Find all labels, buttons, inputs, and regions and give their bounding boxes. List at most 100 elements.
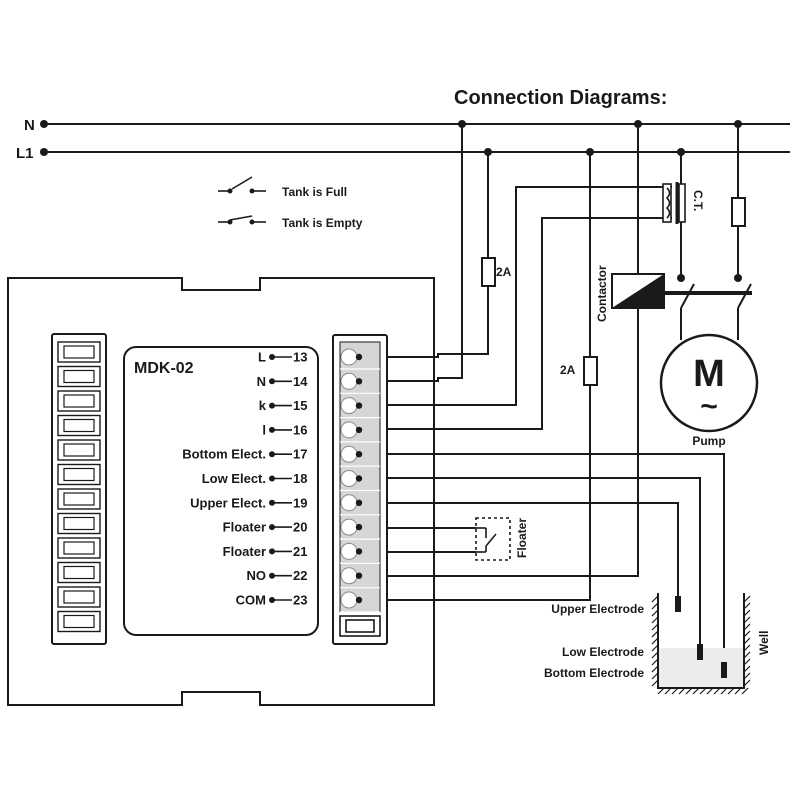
strip-cell-slot <box>63 492 95 506</box>
left-connector-strip <box>51 333 107 645</box>
terminal-screw <box>340 372 358 390</box>
hatch-line <box>651 623 659 631</box>
diagram-title: Connection Diagrams: <box>454 87 667 109</box>
hatch-line <box>657 687 665 695</box>
terminal-contact-dot <box>355 451 363 458</box>
open-contact-icon <box>218 176 266 194</box>
hatch-line <box>699 687 707 695</box>
hatch-line <box>651 644 659 652</box>
terminal-name: Upper Elect. <box>190 495 266 510</box>
terminal-contact-dot <box>355 572 363 579</box>
hatch-line <box>743 637 751 645</box>
wire-k15 <box>387 186 672 406</box>
hatch-line <box>671 687 679 695</box>
low-electrode <box>697 644 703 660</box>
hatch-line <box>743 651 751 659</box>
hatch-line <box>692 687 700 695</box>
hatch-line <box>651 630 659 638</box>
upper-electrode-label: Upper Electrode <box>551 602 644 616</box>
hatch-line <box>678 687 686 695</box>
terminal-screw <box>340 445 358 463</box>
terminal-number: 22 <box>293 568 307 583</box>
hatch-line <box>734 687 742 695</box>
bottom-electrode-label: Bottom Electrode <box>544 666 644 680</box>
terminal-name: l <box>262 422 266 437</box>
floater-label: Floater <box>515 518 529 558</box>
terminal-name: Floater <box>223 544 266 559</box>
terminal-contact-dot <box>355 426 363 434</box>
strip-cell-slot <box>63 467 95 482</box>
hatch-line <box>720 687 728 695</box>
hatch-line <box>727 687 735 695</box>
terminal-number: 17 <box>293 447 307 462</box>
legend-tank-full: Tank is Full <box>282 185 347 199</box>
terminal-name: COM <box>236 593 266 608</box>
bottom-electrode <box>721 662 727 678</box>
hatch-line <box>651 665 659 673</box>
terminal-screw <box>340 397 358 415</box>
hatch-line <box>743 616 751 624</box>
legend: Tank is Full Tank is Empty <box>218 176 363 230</box>
terminal-number: 19 <box>293 495 307 510</box>
hatch-line <box>743 623 751 631</box>
strip-cell-slot <box>63 369 95 384</box>
strip-cell-slot <box>63 345 95 359</box>
device-model: MDK-02 <box>134 360 194 377</box>
terminal-name: Floater <box>223 520 266 535</box>
terminal-name: N <box>257 374 266 389</box>
fuse-coil: 2A <box>560 356 598 386</box>
hatch-line <box>651 609 659 617</box>
terminal-number: 20 <box>293 520 307 535</box>
motor-symbol: M <box>693 353 725 395</box>
terminal-screw <box>340 518 358 536</box>
pump-label: Pump <box>692 434 725 448</box>
terminal-number: 13 <box>293 350 307 365</box>
terminal-name: k <box>259 398 267 413</box>
wire-com23 <box>387 152 591 601</box>
neutral-terminal-dot <box>40 120 48 128</box>
fuse-device: 2A <box>481 257 512 287</box>
floater-switch: Floater <box>475 517 529 561</box>
pump-motor: M ~ Pump <box>659 333 759 448</box>
terminal-screw <box>340 470 358 487</box>
terminal-name: L <box>258 350 266 365</box>
well-walls <box>657 593 745 689</box>
strip-cell-slot <box>63 590 95 604</box>
terminal-screw <box>340 542 358 560</box>
terminal-screw <box>340 421 358 439</box>
hatch-line <box>743 672 751 680</box>
terminal-name: Bottom Elect. <box>182 447 266 462</box>
hatch-line <box>743 602 751 610</box>
hatch-line <box>651 637 659 645</box>
legend-tank-empty: Tank is Empty <box>282 216 363 230</box>
well-label: Well <box>757 631 771 655</box>
terminal-number: 16 <box>293 422 307 437</box>
hatch-line <box>743 595 751 603</box>
wire-upper-electrode <box>387 502 679 612</box>
terminal-number: 21 <box>293 544 307 559</box>
terminal-contact-dot <box>355 353 363 361</box>
terminal-contact-dot <box>355 378 363 385</box>
fuse-motor <box>731 197 746 227</box>
well: Upper Electrode Low Electrode Bottom Ele… <box>544 593 771 695</box>
terminal-block <box>332 334 388 645</box>
junction-dots <box>458 120 742 282</box>
terminal-contact-dot <box>355 499 363 506</box>
hatch-line <box>743 644 751 652</box>
strip-cell-slot <box>63 516 95 531</box>
wire-n14 <box>387 124 463 382</box>
hatch-line <box>685 687 693 695</box>
hatch-line <box>743 679 751 687</box>
hatch-line <box>706 687 714 695</box>
terminal-contact-dot <box>355 548 363 555</box>
wire-bottom-electrode <box>387 453 725 678</box>
closed-contact-icon <box>218 215 266 225</box>
terminal-name: NO <box>247 568 267 583</box>
strip-cell-slot <box>63 541 95 555</box>
hatch-line <box>743 658 751 666</box>
terminal-screw <box>340 591 358 609</box>
well-hatching <box>651 595 751 695</box>
